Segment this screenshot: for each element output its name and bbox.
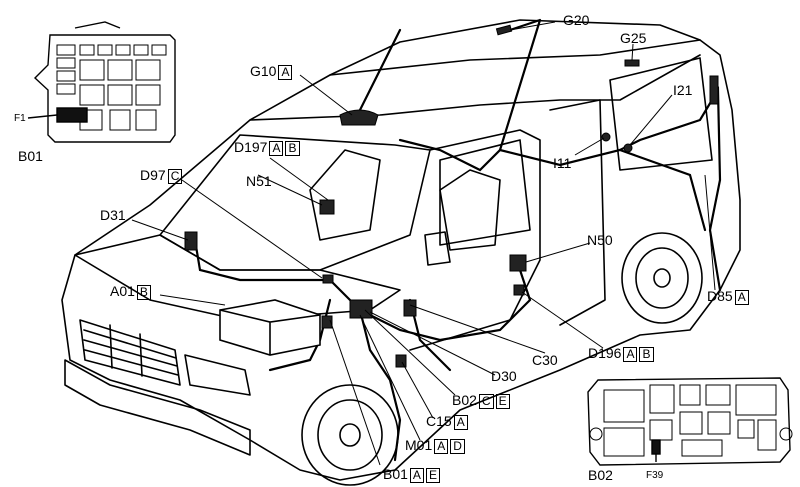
label-b02-inset: B02 (588, 467, 613, 483)
harness-roof (358, 18, 542, 172)
side-window-rear (609, 57, 713, 171)
label-i21: I21 (673, 82, 693, 98)
b02-body-computer-inset (587, 377, 793, 466)
side-window-front (439, 139, 531, 246)
label-f39: F39 (646, 470, 664, 481)
b01-fuse-box-inset (27, 21, 176, 143)
label-i11: I11 (553, 155, 572, 171)
hood (74, 234, 401, 321)
label-d30: D30 (491, 368, 517, 384)
label-n50: N50 (587, 232, 613, 248)
harness-rear (498, 86, 722, 292)
grille (79, 319, 181, 386)
van-body-outline (61, 19, 741, 481)
label-d31: D31 (100, 207, 126, 223)
label-b01-inset: B01 (18, 148, 43, 164)
label-g25: G25 (620, 30, 647, 46)
label-n51: N51 (246, 173, 272, 189)
label-c30: C30 (532, 352, 558, 368)
label-f1: F1 (14, 113, 26, 124)
battery (219, 299, 321, 356)
label-g20: G20 (563, 12, 590, 28)
rear-wheel (621, 232, 703, 324)
